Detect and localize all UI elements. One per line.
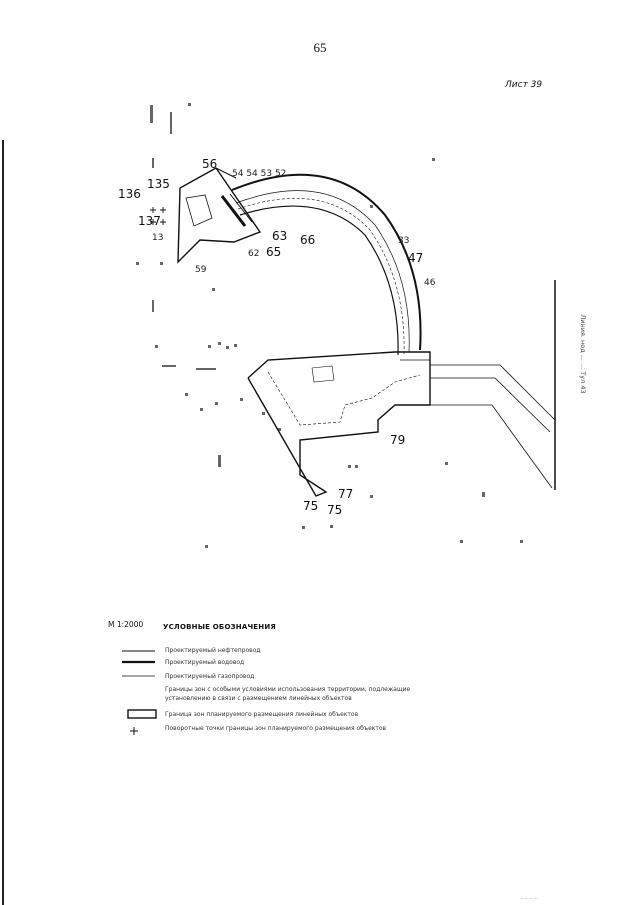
label-56: 56 [202,157,217,171]
label-77: 77 [338,487,353,501]
label-46: 46 [424,278,436,288]
zone-boundary-upper [177,167,262,264]
label-54-52: 54 54 53 52 [232,169,286,179]
page-number: 65 [313,40,327,55]
legend-item-oil-pipeline: Проектируемый нефтепровод [165,647,261,654]
turning-point-marks [150,207,166,225]
label-75b: 75 [327,503,342,517]
background-features [136,103,523,548]
legend-item-water-pipeline: Проектируемый водовод [165,659,245,666]
legend-item-special-zones: Границы зон с особыми условиями использо… [165,686,411,702]
legend-heading: УСЛОВНЫЕ ОБОЗНАЧЕНИЯ [163,623,276,631]
label-33: 33 [398,236,409,246]
left-border-rule [2,140,4,905]
legend-item-turning-points: Поворотные точки границы зон планируемог… [165,725,387,732]
legend-item-zone-boundary: Граница зон планируемого размещения лине… [165,711,359,718]
label-63: 63 [272,229,287,243]
label-59: 59 [195,265,207,275]
label-62: 62 [248,249,259,259]
legend-item-gas-pipeline: Проектируемый газопровод [165,673,255,680]
side-label: Линия. нод ... ... Тул 43 [579,314,587,394]
scale-label: М 1:2000 [108,620,144,629]
label-47: 47 [408,251,423,265]
label-137: 137 [138,214,161,228]
label-79: 79 [390,433,405,447]
sheet-label: Лист 39 [505,80,543,90]
label-66: 66 [300,233,315,247]
label-136: 136 [118,187,141,201]
footer-note: ~ ~ ~ ~ [520,896,538,901]
road-lines [430,280,556,490]
label-65: 65 [266,245,281,259]
legend-symbols [122,650,157,735]
label-135: 135 [147,177,170,191]
label-13: 13 [152,233,163,243]
zone-boundary-lower [247,351,431,497]
label-75a: 75 [303,499,318,513]
pipeline-corridor [231,173,422,356]
